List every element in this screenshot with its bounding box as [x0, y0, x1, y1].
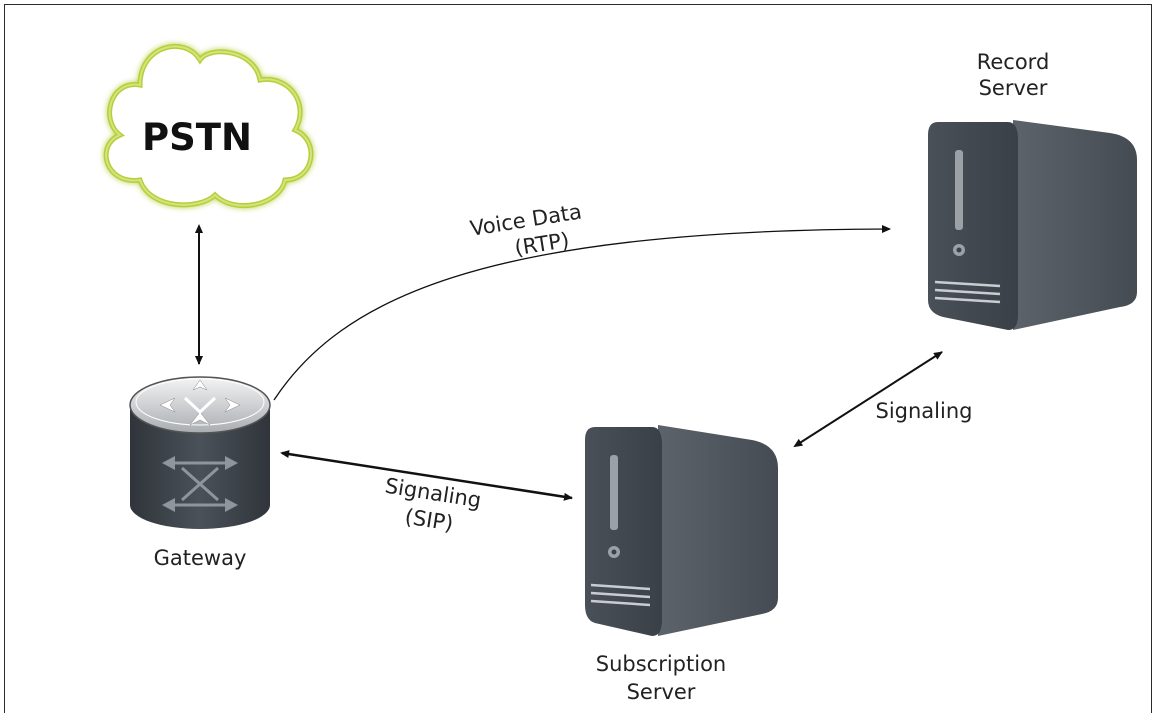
server-tower-icon [928, 120, 1137, 330]
diagram-frame [4, 4, 1152, 713]
cloud-icon [103, 43, 314, 209]
signaling-sip-label: Signaling [383, 474, 483, 513]
record-server-label-line1: Record [977, 50, 1050, 74]
server-tower-icon [585, 425, 778, 636]
signaling-sip-protocol-label: (SIP) [403, 504, 455, 535]
subscription-server-label-line2: Server [627, 680, 696, 704]
pstn-label: PSTN [142, 116, 252, 159]
signaling-sip-arrow [280, 450, 573, 501]
gateway-label: Gateway [154, 546, 247, 570]
signaling-arrow [793, 351, 943, 448]
router-icon [129, 376, 271, 529]
subscription-server: Subscription Server [585, 425, 778, 704]
signaling-label: Signaling [876, 399, 973, 423]
record-server: Record Server [928, 50, 1137, 330]
subscription-server-label-line1: Subscription [596, 652, 726, 676]
pstn-cloud: PSTN [103, 43, 314, 209]
record-server-label-line2: Server [979, 76, 1048, 100]
voice-data-arrow [273, 225, 891, 401]
gateway-router: Gateway [129, 376, 271, 570]
